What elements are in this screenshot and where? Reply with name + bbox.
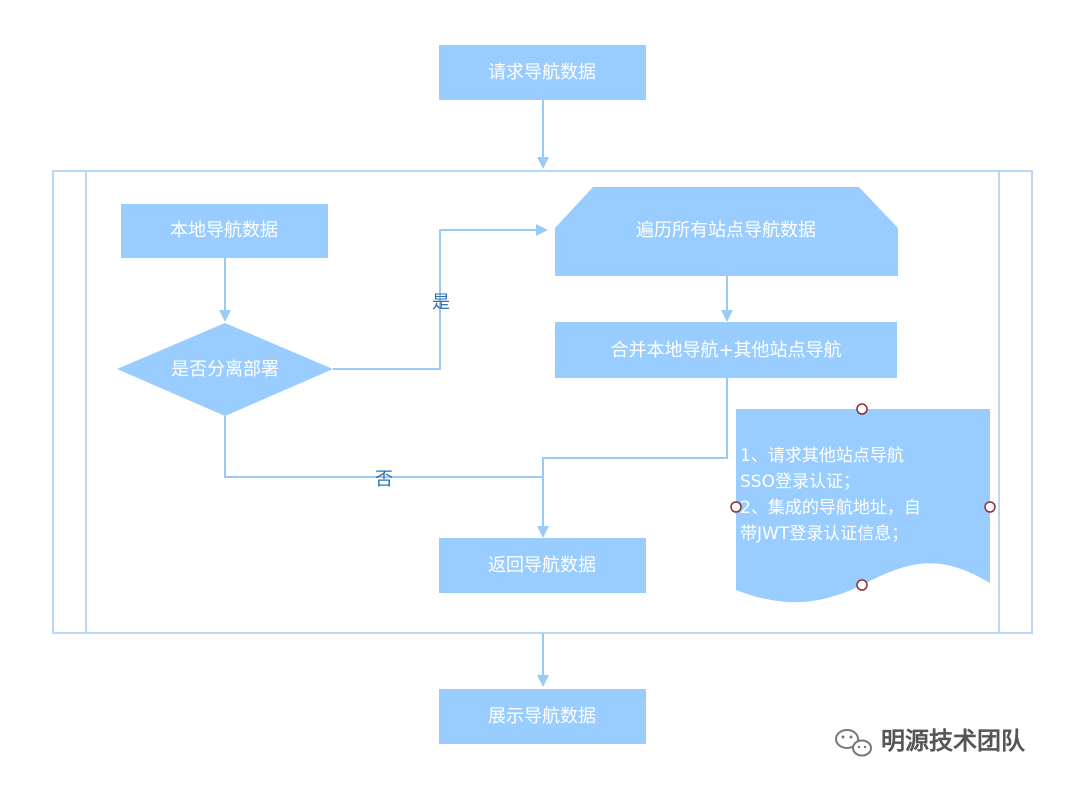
note-line-1: 1、请求其他站点导航 bbox=[740, 446, 904, 466]
node-request-label: 请求导航数据 bbox=[488, 62, 596, 83]
node-merge-label: 合并本地导航+其他站点导航 bbox=[610, 340, 841, 361]
edge-no bbox=[224, 416, 549, 538]
node-request[interactable]: 请求导航数据 bbox=[439, 45, 646, 100]
watermark-text: 明源技术团队 bbox=[881, 727, 1026, 755]
node-merge[interactable]: 合并本地导航+其他站点导航 bbox=[555, 322, 897, 378]
node-traverse[interactable]: 遍历所有站点导航数据 bbox=[555, 187, 898, 276]
note-line-4: 带JWT登录认证信息； bbox=[740, 524, 908, 544]
node-local-label: 本地导航数据 bbox=[170, 220, 278, 241]
edge-yes-label: 是 bbox=[432, 292, 450, 313]
node-display-label: 展示导航数据 bbox=[488, 706, 596, 727]
edge-yes bbox=[333, 224, 548, 370]
resize-handle-right[interactable] bbox=[984, 501, 996, 513]
node-local[interactable]: 本地导航数据 bbox=[121, 204, 328, 258]
edge-merge-to-return bbox=[542, 378, 728, 477]
node-traverse-label: 遍历所有站点导航数据 bbox=[636, 220, 816, 241]
note-line-2: SSO登录认证； bbox=[740, 472, 860, 492]
edge-no-label: 否 bbox=[375, 469, 393, 490]
node-decision-label: 是否分离部署 bbox=[171, 359, 279, 380]
note-document[interactable]: 1、请求其他站点导航 SSO登录认证； 2、集成的导航地址，自 带JWT登录认证… bbox=[730, 403, 996, 603]
node-return-label: 返回导航数据 bbox=[488, 555, 596, 576]
wechat-icon bbox=[835, 729, 872, 757]
resize-handle-top[interactable] bbox=[856, 403, 868, 415]
node-decision[interactable]: 是否分离部署 bbox=[117, 323, 333, 416]
watermark: 明源技术团队 bbox=[835, 727, 1026, 757]
note-line-3: 2、集成的导航地址，自 bbox=[740, 498, 921, 518]
node-display[interactable]: 展示导航数据 bbox=[439, 689, 646, 744]
node-return[interactable]: 返回导航数据 bbox=[439, 538, 646, 593]
resize-handle-left[interactable] bbox=[730, 501, 742, 513]
connectors bbox=[219, 100, 733, 687]
resize-handle-bottom[interactable] bbox=[856, 579, 868, 591]
